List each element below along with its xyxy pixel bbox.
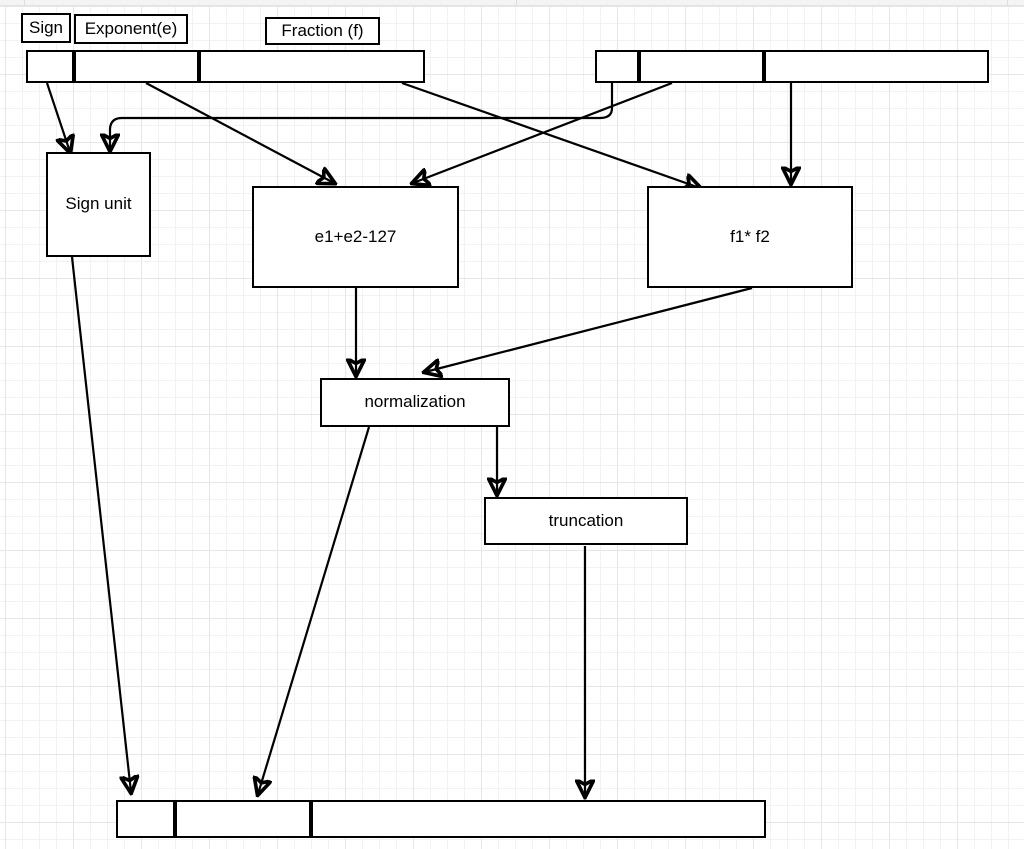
window-top-strip — [0, 0, 1024, 6]
exponent-unit-label: e1+e2-127 — [314, 226, 397, 246]
operand-b-sign-divider — [637, 52, 641, 81]
operand-a-exponent-divider — [197, 52, 201, 81]
top-strip-tick — [1007, 0, 1008, 6]
wire-fraction-unit-to-normalization — [425, 286, 753, 372]
operand-b-register[interactable] — [595, 50, 989, 83]
wire-a-exponent-to-exponent-unit — [145, 82, 334, 183]
sign-unit-box[interactable]: Sign unit — [46, 152, 151, 257]
fraction-unit-label: f1* f2 — [730, 226, 770, 246]
wire-b-sign-to-sign-unit — [110, 83, 614, 150]
normalization-box[interactable]: normalization — [320, 378, 510, 427]
result-exponent-divider — [309, 802, 313, 836]
exponent-unit-box[interactable]: e1+e2-127 — [252, 186, 459, 288]
fraction-unit-box[interactable]: f1* f2 — [647, 186, 853, 288]
top-strip-tick — [516, 0, 517, 6]
caption-fraction: Fraction (f) — [265, 17, 380, 45]
truncation-label: truncation — [548, 510, 624, 530]
caption-exponent: Exponent(e) — [74, 14, 188, 44]
operand-a-sign-divider — [72, 52, 76, 81]
top-strip-tick — [24, 0, 25, 6]
sign-unit-label: Sign unit — [65, 194, 132, 214]
normalization-label: normalization — [364, 392, 466, 412]
wire-b-exponent-to-exponent-unit — [413, 81, 673, 183]
wire-normalization-to-result-exponent — [258, 426, 371, 794]
result-sign-divider — [173, 802, 177, 836]
wire-a-fraction-to-fraction-unit — [401, 81, 700, 188]
operand-b-exponent-divider — [762, 52, 766, 81]
wire-sign-unit-to-result-sign — [70, 256, 131, 792]
truncation-box[interactable]: truncation — [484, 497, 688, 545]
caption-sign: Sign — [21, 13, 71, 43]
operand-a-register[interactable] — [26, 50, 425, 83]
wire-a-sign-to-sign-unit — [45, 82, 70, 152]
result-register[interactable] — [116, 800, 766, 838]
